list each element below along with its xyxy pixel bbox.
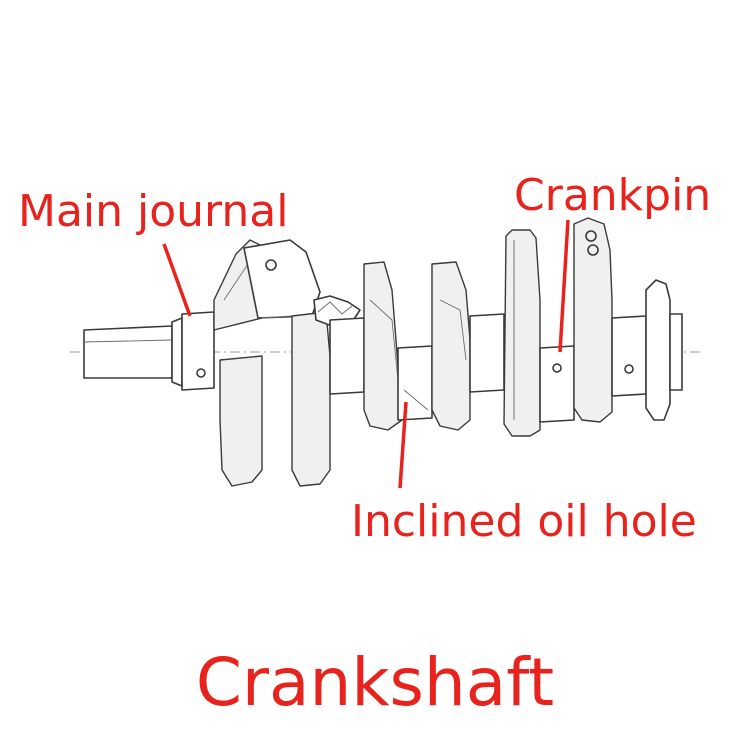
main-journal-label: Main journal [18,186,289,237]
snout-edge [83,339,173,343]
main-journal-leader [162,243,192,317]
pin-1-edge [261,315,293,319]
diagram-title: Crankshaft [195,644,555,721]
oil-hole-leader [398,401,408,489]
oil-hole-1 [196,368,206,378]
rear-oil-hole [624,364,634,374]
web-6-hole-2 [587,244,599,256]
crankpin-right [539,345,575,423]
throw-1-block [243,239,321,319]
crankpin-middle [397,345,433,421]
web-3-edge [369,299,399,381]
web-4 [431,261,471,431]
crack-line [317,301,353,315]
web-6-hole-1 [585,230,597,242]
web-4-edge [439,299,467,361]
flange-hub [669,313,683,391]
web-1-bottom [219,355,263,487]
rear-flange [645,279,671,421]
throw-1-hole [265,259,277,271]
main-journal-1 [181,311,215,391]
crankpin-label: Crankpin [514,170,712,221]
inclined-oil-hole-line [403,389,429,411]
oil-hole-label: Inclined oil hole [351,496,697,547]
crankpin-oil-hole [552,363,562,373]
crankpin-leader [558,219,570,353]
